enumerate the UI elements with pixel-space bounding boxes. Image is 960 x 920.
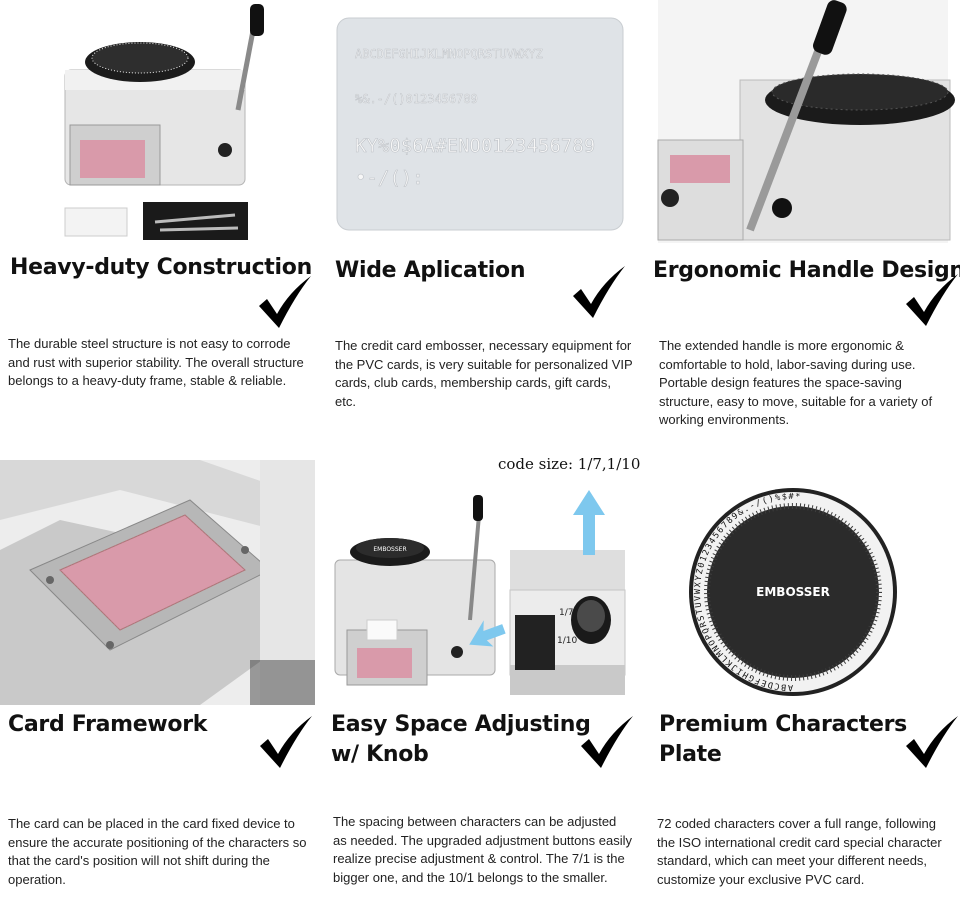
checkmark-icon bbox=[902, 270, 960, 330]
feature-description: 72 coded characters cover a full range, … bbox=[657, 816, 942, 887]
feature-description: The credit card embosser, necessary equi… bbox=[335, 338, 633, 409]
card-line-3: KY%0$6A#ENO0123456789 bbox=[355, 135, 595, 157]
feature-space-adjusting: EMBOSSER 1/7 1/10 Easy Space Adjusting w… bbox=[327, 460, 647, 920]
checkmark-icon bbox=[256, 712, 316, 772]
embosser-machine-photo bbox=[0, 0, 320, 245]
feature-ergonomic-handle: Ergonomic Handle Design The extended han… bbox=[640, 0, 960, 460]
feature-title-line-1: Premium Characters bbox=[659, 712, 907, 737]
feature-wide-application: ABCDEFGHIJKLMNOPQRSTUVWXYZ %&.-/()012345… bbox=[327, 0, 647, 460]
feature-description: The durable steel structure is not easy … bbox=[8, 336, 304, 388]
embossed-card-photo: ABCDEFGHIJKLMNOPQRSTUVWXYZ %&.-/()012345… bbox=[327, 0, 647, 245]
checkmark-icon bbox=[255, 272, 315, 332]
handle-closeup-photo bbox=[640, 0, 960, 245]
checkmark-icon bbox=[902, 712, 960, 772]
card-line-2: %&.-/()0123456789 bbox=[355, 92, 478, 106]
feature-title: Wide Aplication bbox=[335, 258, 526, 283]
checkmark-icon bbox=[577, 712, 637, 772]
code-size-label: code size: 1/7,1/10 bbox=[498, 455, 641, 473]
feature-description: The spacing between characters can be ad… bbox=[333, 814, 632, 885]
feature-characters-plate: ABCDEFGHIJKLMNOPQRSTUVWXYZ0123456789&.-/… bbox=[640, 460, 960, 920]
machine-label: EMBOSSER bbox=[373, 546, 406, 553]
knob-label-1-7: 1/7 bbox=[559, 608, 573, 618]
knob-label-1-10: 1/10 bbox=[557, 636, 577, 646]
feature-title-line-2: Plate bbox=[659, 742, 722, 767]
feature-title-line-1: Easy Space Adjusting bbox=[331, 712, 591, 737]
feature-title: Card Framework bbox=[8, 712, 208, 737]
feature-description: The extended handle is more ergonomic & … bbox=[659, 338, 933, 427]
card-line-4: •-/(): bbox=[355, 167, 424, 189]
feature-title: Premium Characters Plate bbox=[659, 710, 907, 770]
feature-card-framework: Card Framework The card can be placed in… bbox=[0, 460, 320, 920]
character-plate-photo: ABCDEFGHIJKLMNOPQRSTUVWXYZ0123456789&.-/… bbox=[640, 460, 960, 705]
plate-label: EMBOSSER bbox=[756, 585, 830, 599]
feature-title: Heavy-duty Construction bbox=[10, 255, 312, 280]
checkmark-icon bbox=[569, 262, 629, 322]
card-framework-photo bbox=[0, 460, 315, 705]
knob-adjust-photo: EMBOSSER 1/7 1/10 bbox=[327, 480, 647, 695]
feature-heavy-duty: Heavy-duty Construction The durable stee… bbox=[0, 0, 320, 460]
feature-description: The card can be placed in the card fixed… bbox=[8, 816, 307, 887]
feature-title-line-2: w/ Knob bbox=[331, 742, 429, 767]
feature-title: Easy Space Adjusting w/ Knob bbox=[331, 710, 591, 770]
card-line-1: ABCDEFGHIJKLMNOPQRSTUVWXYZ bbox=[355, 47, 543, 61]
feature-title: Ergonomic Handle Design bbox=[653, 258, 960, 283]
